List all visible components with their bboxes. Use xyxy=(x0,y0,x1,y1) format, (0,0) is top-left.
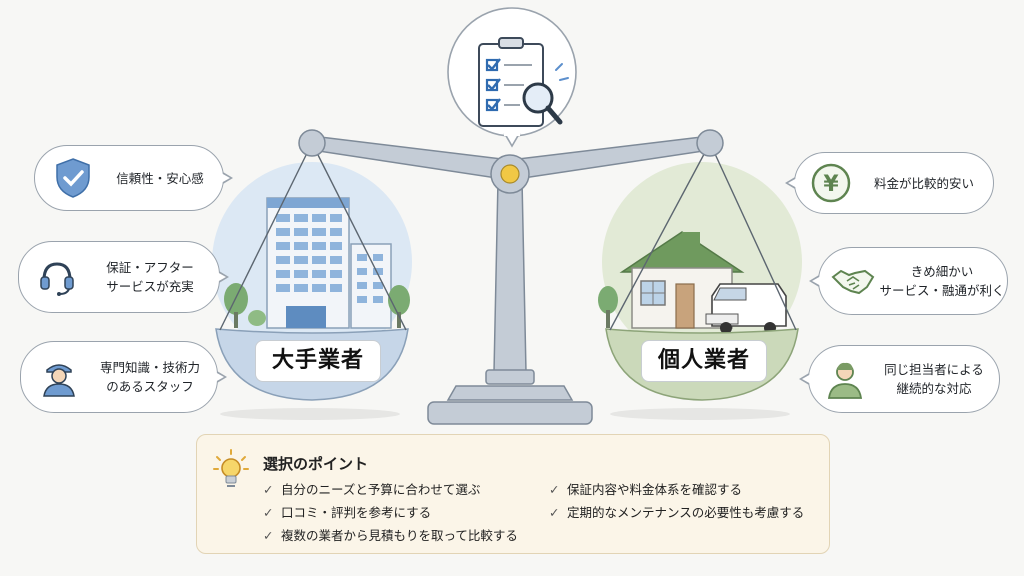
bubble-warranty: 保証・アフター サービスが充実 xyxy=(18,241,229,313)
pan-label-left: 大手業者 xyxy=(255,340,381,382)
point-item: ✓ 複数の業者から見積もりを取って比較する xyxy=(263,525,518,544)
check-icon: ✓ xyxy=(263,482,274,497)
staff-icon xyxy=(35,353,83,401)
clipboard-magnifier-icon xyxy=(447,7,577,148)
pan-label-right: 個人業者 xyxy=(641,340,767,382)
point-item: ✓ 保証内容や料金体系を確認する xyxy=(549,479,742,498)
handshake-icon xyxy=(829,257,877,305)
check-icon: ✓ xyxy=(549,505,560,520)
shield-check-icon xyxy=(49,154,97,202)
lightbulb-icon xyxy=(213,449,249,493)
point-text: 定期的なメンテナンスの必要性も考慮する xyxy=(567,505,805,520)
point-text: 口コミ・評判を参考にする xyxy=(281,505,432,520)
bubble-text: 信頼性・安心感 xyxy=(116,170,204,186)
bubble-flexibility: きめ細かい サービス・融通が利く xyxy=(809,247,1008,315)
point-text: 自分のニーズと予算に合わせて選ぶ xyxy=(281,482,481,497)
bubble-reliability: 信頼性・安心感 xyxy=(34,145,233,211)
person-icon xyxy=(821,355,869,403)
right-scene xyxy=(598,162,802,362)
selection-points-panel: 選択のポイント ✓自分のニーズと予算に合わせて選ぶ ✓口コミ・評判を参考にする … xyxy=(196,434,830,554)
bubble-text-line1: 専門知識・技術力 xyxy=(99,360,200,375)
bubble-text-line2: サービスが充実 xyxy=(106,279,194,294)
bubble-text-line2: サービス・融通が利く xyxy=(879,283,1005,298)
point-text: 保証内容や料金体系を確認する xyxy=(567,482,743,497)
points-title: 選択のポイント xyxy=(263,455,369,473)
bubble-price: ¥ 料金が比較的安い xyxy=(785,152,994,214)
bubble-text-line2: 継続的な対応 xyxy=(896,381,972,396)
bubble-text-line1: 同じ担当者による xyxy=(884,362,984,377)
bubble-text-line1: きめ細かい xyxy=(910,264,974,279)
point-item: ✓ 口コミ・評判を参考にする xyxy=(263,502,431,521)
left-scene xyxy=(212,162,412,362)
bubble-expertise: 専門知識・技術力 のあるスタッフ xyxy=(20,341,227,413)
bubble-continuity: 同じ担当者による 継続的な対応 xyxy=(799,345,1000,413)
check-icon: ✓ xyxy=(549,482,560,497)
point-item: ✓ 定期的なメンテナンスの必要性も考慮する xyxy=(549,502,804,521)
point-text: 複数の業者から見積もりを取って比較する xyxy=(281,528,518,543)
bubble-text-line1: 保証・アフター xyxy=(106,260,194,275)
svg-text:¥: ¥ xyxy=(823,172,839,197)
check-icon: ✓ xyxy=(263,528,274,543)
bubble-text: 料金が比較的安い xyxy=(873,175,974,191)
headset-icon xyxy=(33,253,81,301)
point-item: ✓ 自分のニーズと予算に合わせて選ぶ xyxy=(263,479,480,498)
yen-icon: ¥ xyxy=(807,159,855,207)
check-icon: ✓ xyxy=(263,505,274,520)
bubble-text-line2: のあるスタッフ xyxy=(106,379,194,394)
